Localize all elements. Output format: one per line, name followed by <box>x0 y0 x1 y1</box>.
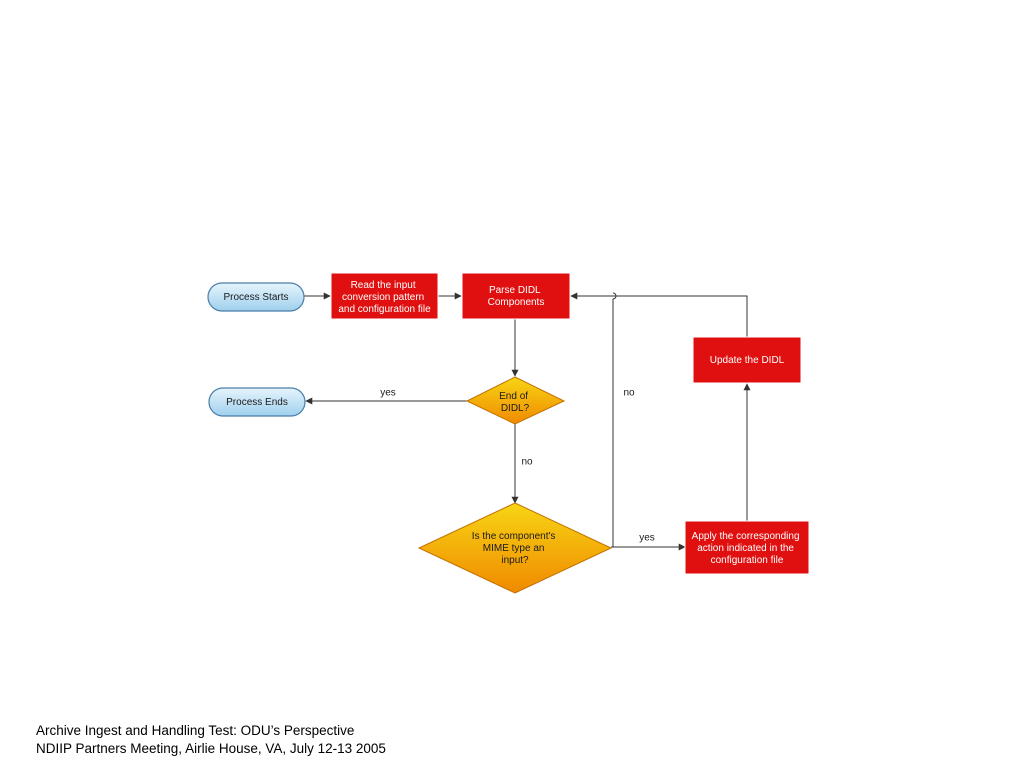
footer-line-2: NDIIP Partners Meeting, Airlie House, VA… <box>36 741 386 756</box>
svg-text:Read the input conversio: Read the input conversion pattern and co… <box>338 280 431 315</box>
node-apply-line-2: action indicated in the <box>697 543 794 554</box>
svg-text:Process Ends: Process Ends <box>226 397 288 408</box>
node-process-starts-label: Process Starts <box>223 292 288 303</box>
node-mime-line-2: MIME type an <box>483 543 545 554</box>
node-mime-line-3: input? <box>501 555 529 566</box>
svg-text:End of DIDL?: End of DIDL? <box>499 391 531 414</box>
node-end-of-didl-line-2: DIDL? <box>501 403 530 414</box>
edge-update-to-parse <box>570 292 748 338</box>
node-process-starts: Process Starts <box>207 282 305 312</box>
edge-mime-no-loop <box>611 292 617 548</box>
node-parse-didl: Parse DIDL Components <box>461 272 571 320</box>
node-mime-line-1: Is the component's <box>472 531 556 542</box>
edge-label-end-no: no <box>521 457 533 468</box>
node-apply-action: Apply the corresponding action indicated… <box>684 520 810 575</box>
node-mime-decision: Is the component's MIME type an input? <box>417 502 613 594</box>
slide-footer: Archive Ingest and Handling Test: ODU’s … <box>36 722 386 758</box>
edge-label-mime-yes: yes <box>639 533 655 544</box>
node-end-of-didl-line-1: End of <box>499 391 528 402</box>
node-read-config-line-1: Read the input <box>351 280 416 291</box>
node-apply-line-1: Apply the corresponding <box>692 531 800 542</box>
node-process-ends: Process Ends <box>208 387 306 417</box>
svg-text:Is the component's MIME: Is the component's MIME type an input? <box>472 531 558 566</box>
node-process-ends-label: Process Ends <box>226 397 288 408</box>
footer-line-1: Archive Ingest and Handling Test: ODU’s … <box>36 723 355 738</box>
node-apply-line-3: configuration file <box>711 555 784 566</box>
svg-text:Process Starts: Process Starts <box>223 292 288 303</box>
node-read-config: Read the input conversion pattern and co… <box>330 272 439 320</box>
svg-text:Update the DIDL: Update the DIDL <box>710 355 785 366</box>
edge-labels: yes no no yes <box>380 388 655 544</box>
node-parse-didl-line-1: Parse DIDL <box>489 285 541 296</box>
node-read-config-line-2: conversion pattern <box>342 292 424 303</box>
node-update-didl-label: Update the DIDL <box>710 355 785 366</box>
node-end-of-didl-decision: End of DIDL? <box>465 376 566 425</box>
node-read-config-line-3: and configuration file <box>338 304 431 315</box>
edge-label-mime-no: no <box>623 388 635 399</box>
node-parse-didl-line-2: Components <box>488 297 545 308</box>
svg-text:Apply the corresponding: Apply the corresponding action indicated… <box>692 531 803 566</box>
node-update-didl: Update the DIDL <box>692 336 802 384</box>
svg-text:Parse DIDL Components: Parse DIDL Components <box>488 285 545 308</box>
edges <box>304 292 751 551</box>
edge-label-end-yes: yes <box>380 388 396 399</box>
